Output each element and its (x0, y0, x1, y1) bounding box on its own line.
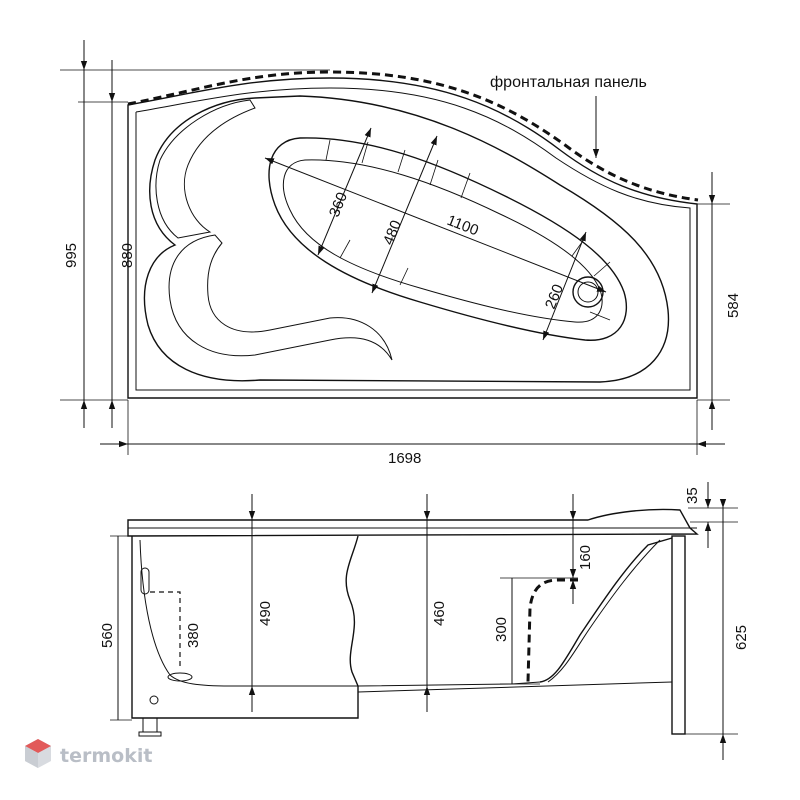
dim-text-1698: 1698 (388, 450, 421, 467)
logo-text: termokit (60, 745, 152, 767)
top-inner-rim (135, 87, 691, 391)
side-view: 560 490 460 160 380 300 35 625 (99, 482, 750, 760)
headrest-lower (168, 234, 393, 361)
overflow-slot (140, 567, 150, 595)
dim-text-625: 625 (733, 625, 750, 650)
dim-line-360 (317, 127, 372, 256)
headrest-upper (155, 99, 256, 239)
side-cutaway-edge (345, 535, 359, 687)
dim-text-490: 490 (257, 601, 274, 626)
dim-text-560: 560 (99, 623, 116, 648)
top-outer-contour (127, 77, 698, 399)
front-panel-note: фронтальная панель (490, 74, 647, 91)
side-right-slope (539, 537, 673, 683)
drain-pipe-dashed (150, 591, 181, 668)
front-panel-dotted-line (127, 70, 699, 202)
drain-bottom (167, 672, 193, 682)
dim-line-1100 (264, 157, 607, 293)
side-bolt (149, 695, 159, 705)
dim-text-35: 35 (684, 487, 701, 504)
dim-text-995: 995 (63, 243, 80, 268)
dim-text-160: 160 (577, 545, 594, 570)
top-view: 360 480 1100 260 фронтальная панель 995 … (60, 40, 742, 467)
termokit-logo: termokit (25, 739, 152, 768)
dim-text-260: 260 (542, 282, 567, 312)
dim-text-880: 880 (119, 243, 136, 268)
side-rim (127, 508, 699, 537)
dim-text-360: 360 (326, 190, 351, 220)
dim-line-260 (542, 231, 587, 341)
dim-line-480 (371, 135, 438, 294)
bowl-outer-contour (143, 95, 670, 383)
dim-text-584: 584 (725, 293, 742, 318)
dim-text-460: 460 (431, 601, 448, 626)
side-foot (142, 717, 158, 733)
overflow-pipe-dashed (526, 578, 578, 683)
dim-text-380: 380 (185, 623, 202, 648)
side-right-panel (671, 535, 686, 735)
side-left-wall (131, 536, 359, 719)
side-inner-left (139, 539, 358, 687)
dim-text-300: 300 (493, 617, 510, 642)
